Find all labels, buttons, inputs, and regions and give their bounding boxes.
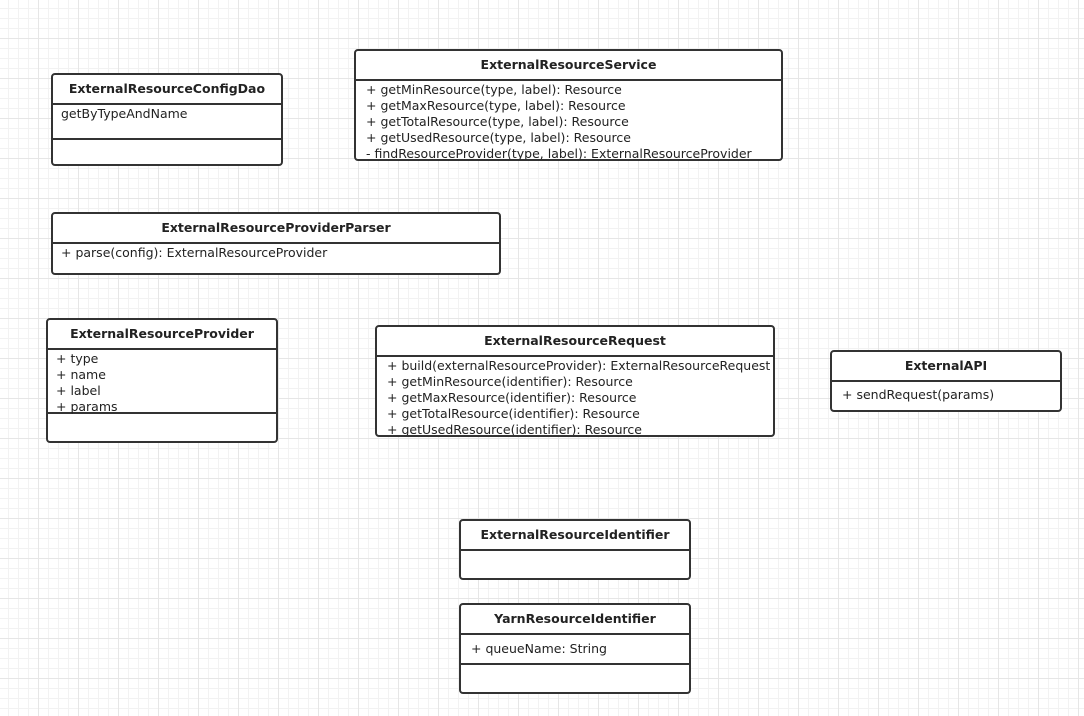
method: + getTotalResource(type, label): Resourc…: [366, 114, 629, 129]
class-name: YarnResourceIdentifier: [461, 605, 689, 635]
class-external-resource-request[interactable]: ExternalResourceRequest + build(external…: [375, 325, 775, 437]
method: + build(externalResourceProvider): Exter…: [387, 358, 771, 373]
attribute: getByTypeAndName: [61, 106, 188, 121]
class-name: ExternalResourceProviderParser: [53, 214, 499, 244]
members-section: [461, 551, 689, 552]
class-external-resource-provider-parser[interactable]: ExternalResourceProviderParser + parse(c…: [51, 212, 501, 275]
class-external-resource-service[interactable]: ExternalResourceService + getMinResource…: [354, 49, 783, 161]
class-external-api[interactable]: ExternalAPI + sendRequest(params): [830, 350, 1062, 412]
class-name: ExternalResourceService: [356, 51, 781, 81]
class-name: ExternalAPI: [832, 352, 1060, 382]
members-section: + getMinResource(type, label): Resource …: [356, 81, 781, 161]
method: + getTotalResource(identifier): Resource: [387, 406, 640, 421]
class-name: ExternalResourceRequest: [377, 327, 773, 357]
attribute: + label: [56, 383, 101, 398]
class-external-resource-provider[interactable]: ExternalResourceProvider + type + name +…: [46, 318, 278, 443]
method: + getUsedResource(identifier): Resource: [387, 422, 642, 437]
class-yarn-resource-identifier[interactable]: YarnResourceIdentifier + queueName: Stri…: [459, 603, 691, 694]
method: + getMaxResource(type, label): Resource: [366, 98, 626, 113]
class-name: ExternalResourceConfigDao: [53, 75, 281, 105]
method: + sendRequest(params): [842, 387, 995, 402]
method: + getMinResource(type, label): Resource: [366, 82, 622, 97]
method: + parse(config): ExternalResourceProvide…: [61, 245, 328, 260]
class-name: ExternalResourceIdentifier: [461, 521, 689, 551]
class-external-resource-config-dao[interactable]: ExternalResourceConfigDao getByTypeAndNa…: [51, 73, 283, 166]
method: - findResourceProvider(type, label): Ext…: [366, 146, 752, 161]
members-section: + build(externalResourceProvider): Exter…: [377, 357, 773, 437]
attributes-section: + queueName: String: [461, 635, 689, 665]
attribute: + queueName: String: [471, 641, 607, 656]
methods-section: [53, 140, 281, 141]
members-section: + parse(config): ExternalResourceProvide…: [53, 244, 499, 261]
attribute: + params: [56, 399, 118, 414]
attribute: + type: [56, 351, 99, 366]
methods-section: [461, 665, 689, 666]
method: + getMaxResource(identifier): Resource: [387, 390, 637, 405]
attributes-section: getByTypeAndName: [53, 105, 281, 140]
attribute: + name: [56, 367, 106, 382]
method: + getMinResource(identifier): Resource: [387, 374, 633, 389]
attributes-section: + type + name + label + params: [48, 350, 276, 414]
class-name: ExternalResourceProvider: [48, 320, 276, 350]
method: + getUsedResource(type, label): Resource: [366, 130, 631, 145]
members-section: + sendRequest(params): [832, 382, 1060, 403]
class-external-resource-identifier[interactable]: ExternalResourceIdentifier: [459, 519, 691, 580]
